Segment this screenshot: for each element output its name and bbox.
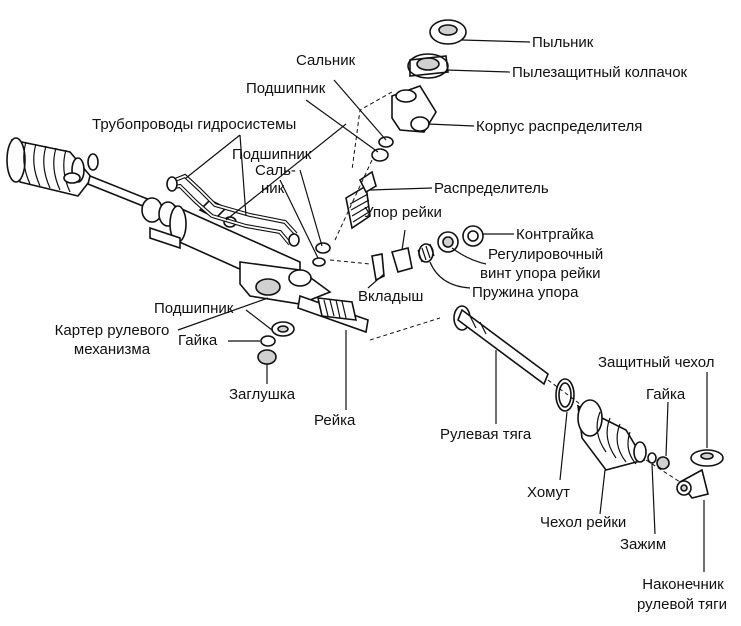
liner bbox=[371, 253, 385, 282]
label-housing-1: Картер рулевого bbox=[54, 322, 170, 339]
left-clamp bbox=[63, 172, 81, 184]
label-pipes: Трубопроводы гидросистемы bbox=[92, 116, 297, 133]
right-boot bbox=[577, 399, 647, 471]
left-boot bbox=[6, 137, 99, 197]
label-nut-right: Гайка bbox=[646, 386, 686, 403]
label-seal-top: Сальник bbox=[296, 52, 356, 69]
protective-cover bbox=[690, 449, 724, 467]
label-spring: Пружина упора bbox=[472, 284, 579, 301]
label-housing-2: механизма bbox=[73, 341, 151, 358]
valve-housing bbox=[391, 85, 437, 133]
label-pylnik: Пыльник bbox=[532, 34, 594, 51]
label-rack-boot: Чехол рейки bbox=[540, 514, 627, 531]
label-clip: Зажим bbox=[620, 536, 667, 553]
leader-lines bbox=[177, 39, 708, 572]
upper-seal bbox=[378, 136, 394, 148]
label-adjusting-screw-1: Регулировочный bbox=[488, 246, 604, 263]
dust-boot-top bbox=[429, 19, 467, 45]
label-bearing-mid: Подшипник bbox=[232, 146, 312, 163]
upper-bearing bbox=[371, 148, 389, 162]
label-plug: Заглушка bbox=[229, 386, 296, 403]
label-adjusting-screw-2: винт упора рейки bbox=[480, 265, 601, 282]
tie-rod-end bbox=[676, 468, 709, 499]
label-hose-clamp: Хомут bbox=[527, 484, 571, 501]
label-nut-left: Гайка bbox=[178, 332, 218, 349]
label-seal-split-2: ник bbox=[261, 180, 285, 197]
label-dust-cap: Пылезащитный колпачок bbox=[512, 64, 688, 81]
label-tie-rod-end-1: Наконечник bbox=[642, 576, 724, 593]
rack-guide bbox=[390, 247, 413, 273]
right-nut bbox=[656, 456, 670, 470]
left-tie-rod bbox=[87, 174, 178, 227]
label-bearing-low: Подшипник bbox=[154, 300, 234, 317]
label-tie-rod-end-2: рулевой тяги bbox=[637, 596, 727, 613]
label-bearing-top: Подшипник bbox=[246, 80, 326, 97]
label-locknut: Контргайка bbox=[516, 226, 594, 243]
label-seal-split-1: Саль- bbox=[255, 162, 296, 179]
mid-seal bbox=[312, 257, 326, 267]
lower-nut bbox=[260, 335, 276, 347]
label-rack-guide: Упор рейки bbox=[364, 204, 442, 221]
rack bbox=[297, 294, 369, 334]
label-protective-cover: Защитный чехол bbox=[598, 354, 715, 371]
label-distributor: Распределитель bbox=[434, 180, 549, 197]
label-tie-rod: Рулевая тяга bbox=[440, 426, 532, 443]
label-rack: Рейка bbox=[314, 412, 356, 429]
clip bbox=[647, 452, 657, 464]
hydraulic-pipes bbox=[166, 173, 300, 247]
plug bbox=[257, 349, 277, 365]
dust-cap bbox=[407, 53, 449, 79]
label-liner: Вкладыш bbox=[358, 288, 424, 305]
right-tie-rod bbox=[453, 305, 549, 386]
label-valve-housing: Корпус распределителя bbox=[476, 118, 643, 135]
gear-housing bbox=[149, 199, 332, 305]
guide-spring bbox=[417, 243, 435, 263]
mid-bearing bbox=[315, 242, 331, 254]
control-valve bbox=[345, 170, 377, 230]
